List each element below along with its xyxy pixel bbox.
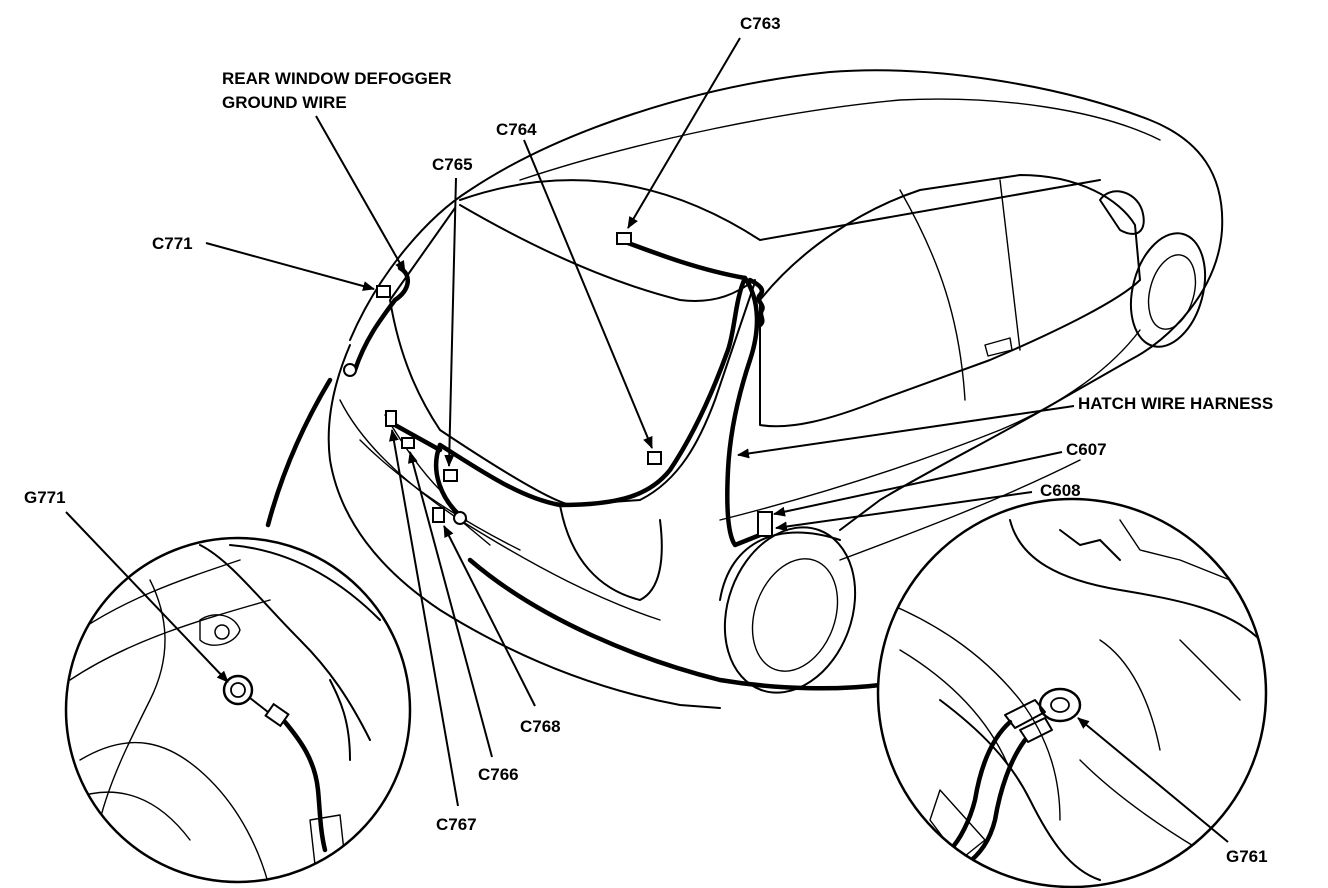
label-defogger-line1: REAR WINDOW DEFOGGER — [222, 69, 452, 88]
connector-c763-body — [616, 232, 632, 245]
label-c763: C763 — [740, 14, 781, 33]
leader-hatch-harness — [737, 405, 1075, 459]
wire-harness — [265, 237, 883, 691]
label-c767: C767 — [436, 815, 477, 834]
inset-g771 — [64, 536, 412, 884]
leader-c608 — [775, 491, 1033, 532]
label-c607: C607 — [1066, 440, 1107, 459]
leader-c764 — [523, 139, 653, 449]
leader-c766 — [408, 451, 493, 758]
label-c766: C766 — [478, 765, 519, 784]
connector-c771-body — [376, 285, 391, 298]
label-c771: C771 — [152, 234, 193, 253]
label-c768: C768 — [520, 717, 561, 736]
label-c765: C765 — [432, 155, 473, 174]
connector-c764-body — [647, 451, 662, 465]
connector-c766-body — [401, 437, 415, 449]
leader-lines — [65, 37, 1229, 843]
leader-c763 — [627, 37, 741, 229]
label-c764: C764 — [496, 120, 537, 139]
inset-g761 — [876, 497, 1268, 888]
leader-g761 — [1077, 717, 1229, 843]
ground-point-g761 — [453, 511, 467, 525]
leader-c607 — [773, 451, 1063, 517]
connector-c768-body — [432, 507, 445, 523]
label-g771: G771 — [24, 488, 66, 507]
connector-c765-body — [443, 469, 458, 482]
connector-c767-body — [385, 410, 397, 427]
label-c608: C608 — [1040, 481, 1081, 500]
connectors — [343, 232, 773, 537]
leader-g771 — [65, 511, 229, 683]
leader-c767 — [388, 429, 459, 807]
ground-point-g771 — [343, 363, 357, 377]
leader-defogger — [315, 115, 406, 273]
label-g761: G761 — [1226, 847, 1268, 866]
leader-c771 — [205, 242, 375, 291]
callout-labels: C763 REAR WINDOW DEFOGGER GROUND WIRE C7… — [24, 14, 1273, 866]
label-hatch-harness: HATCH WIRE HARNESS — [1078, 394, 1273, 413]
connector-c607-c608-body — [757, 511, 773, 537]
label-defogger-line2: GROUND WIRE — [222, 93, 347, 112]
leader-c765 — [444, 177, 457, 467]
leader-c768 — [443, 525, 536, 707]
